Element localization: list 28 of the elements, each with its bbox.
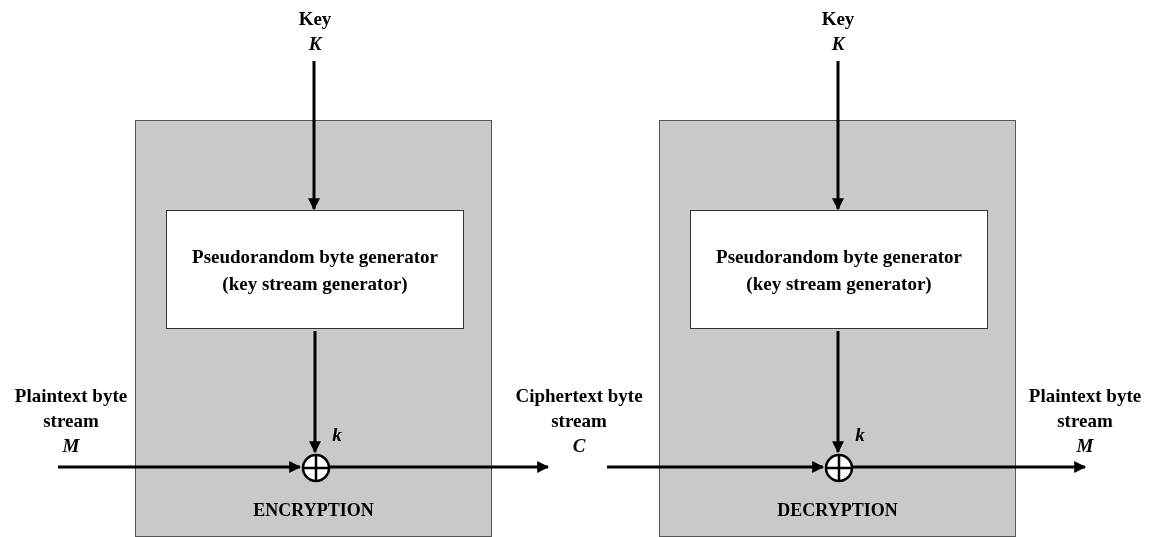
symbol-label: K — [831, 32, 845, 56]
symbol-label: M — [62, 434, 80, 458]
xor-symbol — [301, 453, 331, 483]
arrow — [832, 331, 844, 454]
xor-symbol — [824, 453, 854, 483]
edge-label: k — [331, 424, 343, 446]
arrow — [330, 461, 550, 473]
edge-label: k — [854, 424, 866, 446]
arrow — [58, 461, 302, 473]
name-label: Key — [821, 7, 855, 31]
process-panel — [659, 120, 1016, 537]
name-label: Key — [298, 7, 332, 31]
name-label: Plaintext byte stream — [13, 384, 129, 433]
name-label: Plaintext byte stream — [1027, 384, 1143, 433]
process-panel — [135, 120, 492, 537]
arrow — [853, 461, 1087, 473]
arrow — [308, 61, 320, 211]
panel-title: ENCRYPTION — [253, 499, 374, 522]
arrow — [832, 61, 844, 211]
generator-box: Pseudorandom byte generator (key stream generator) — [166, 210, 464, 329]
symbol-label: C — [572, 434, 586, 458]
panel-title: DECRYPTION — [777, 499, 898, 522]
arrow — [309, 331, 321, 454]
generator-box: Pseudorandom byte generator (key stream generator) — [690, 210, 988, 329]
symbol-label: K — [308, 32, 322, 56]
symbol-label: M — [1076, 434, 1094, 458]
arrow — [607, 461, 825, 473]
name-label: Ciphertext byte stream — [515, 384, 643, 433]
